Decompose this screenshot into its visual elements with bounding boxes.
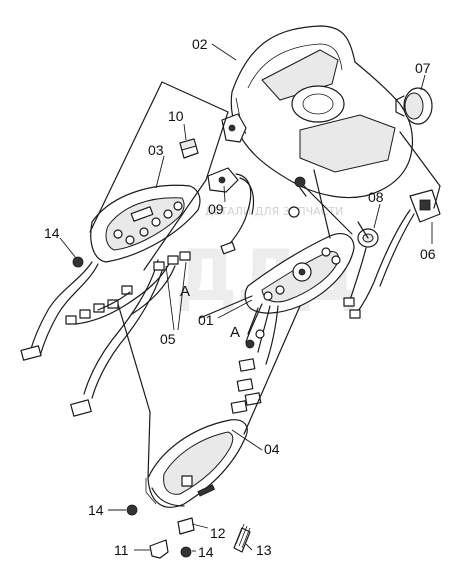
leader-lines (59, 43, 433, 552)
part-11-bracket-clip[interactable] (149, 539, 169, 559)
part-07-round-gauge[interactable] (395, 87, 433, 125)
label-ref-a-upper: A (180, 283, 190, 300)
label-05: 05 (160, 331, 176, 347)
part-01-switch-panel[interactable] (230, 233, 355, 414)
label-12: 12 (210, 525, 226, 541)
label-09: 09 (208, 201, 224, 217)
label-03: 03 (148, 142, 164, 158)
part-06-switch[interactable] (349, 189, 441, 319)
label-11: 11 (114, 542, 129, 558)
switch-bracket (221, 113, 247, 143)
label-06: 06 (420, 246, 436, 262)
part-05-wiring-harness[interactable] (20, 251, 191, 417)
label-08: 08 (368, 189, 384, 205)
label-13: 13 (256, 542, 272, 558)
watermark-tagline: ДЕТАЛИ ДЛЯ ЗАПЧАСТИ (205, 205, 343, 218)
part-03-instrument-cluster[interactable] (90, 184, 201, 263)
label-01: 01 (198, 312, 214, 328)
label-14-middle: 14 (88, 502, 104, 518)
part-13-bolt[interactable] (233, 523, 251, 553)
label-04: 04 (264, 441, 280, 457)
label-ref-a-lower: A (230, 324, 240, 341)
part-09-switch[interactable] (207, 167, 255, 255)
part-14-screw-lower[interactable] (180, 546, 192, 558)
assembly-guide-lines (89, 81, 441, 479)
label-07: 07 (415, 60, 431, 76)
part-10-knob[interactable] (179, 138, 199, 159)
connector-a (245, 329, 265, 349)
part-14-screw-upper[interactable] (72, 256, 84, 268)
label-10: 10 (168, 108, 184, 124)
part-labels: 02 07 10 03 09 08 06 14 A 01 A 05 04 14 … (44, 36, 436, 560)
label-14-lower: 14 (198, 544, 214, 560)
part-02-dashboard-cover[interactable] (230, 25, 414, 218)
label-02: 02 (192, 36, 208, 52)
part-04-lower-housing[interactable] (145, 419, 248, 508)
label-14-upper: 14 (44, 225, 60, 241)
part-14-screw-middle[interactable] (126, 504, 138, 516)
part-12-bushing[interactable] (177, 517, 195, 535)
